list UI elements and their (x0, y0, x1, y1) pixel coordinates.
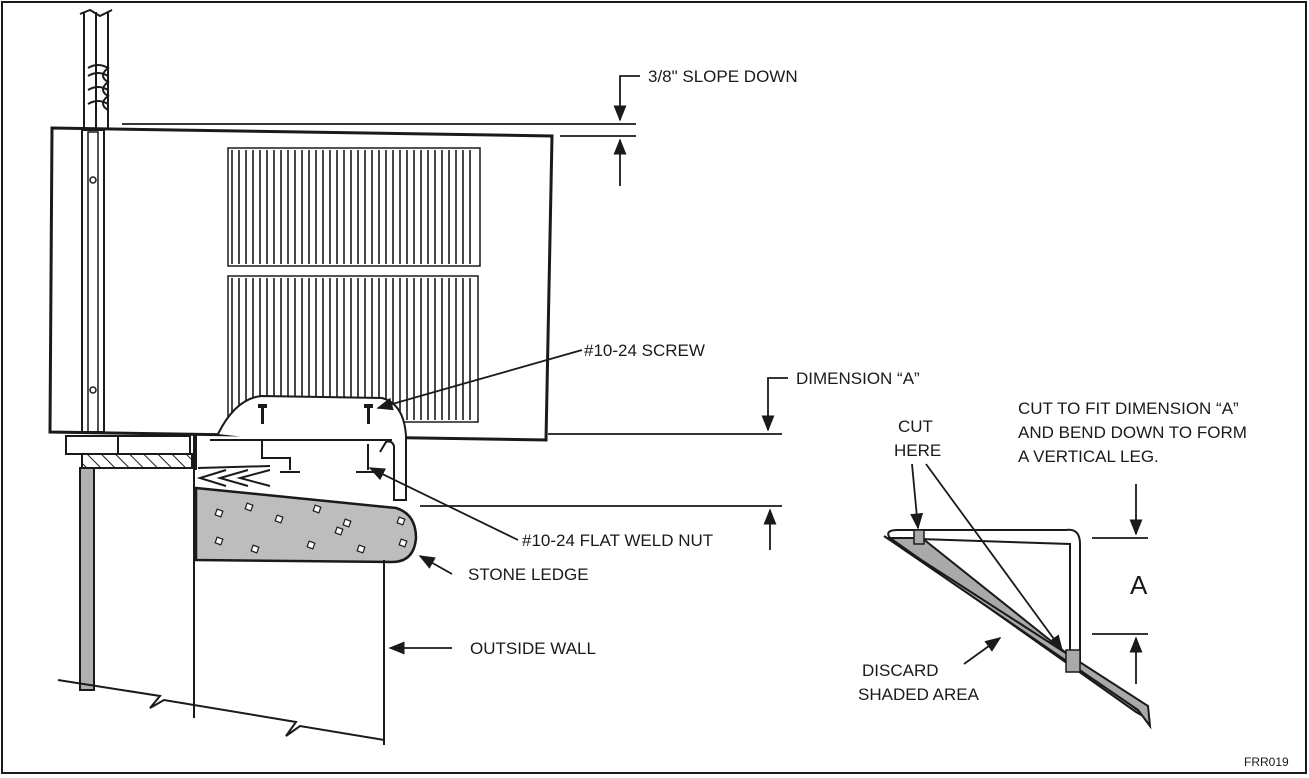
mounting-bracket (195, 394, 407, 501)
slope-down-label: 3/8" SLOPE DOWN (648, 67, 798, 86)
figure-code: FRR019 (1244, 755, 1289, 769)
outside-wall (57, 434, 385, 745)
window-sill (65, 435, 193, 469)
discard-label-line2: SHADED AREA (858, 685, 980, 704)
dimension-a-letter: A (1130, 570, 1148, 600)
window-frame (79, 8, 113, 128)
cut-to-fit-line3: A VERTICAL LEG. (1018, 447, 1159, 466)
cut-to-fit-line1: CUT TO FIT DIMENSION “A” (1018, 399, 1239, 418)
flashing-chevrons (196, 465, 271, 487)
slope-dimension (122, 75, 640, 186)
cut-here-label-line2: HERE (894, 441, 941, 460)
cut-to-fit-line2: AND BEND DOWN TO FORM (1018, 423, 1247, 442)
dimension-a-label: DIMENSION “A” (796, 369, 920, 388)
cut-here-label-line1: CUT (898, 417, 933, 436)
stone-ledge (194, 486, 418, 564)
louver-grille-top (231, 150, 471, 264)
inside-wall (79, 467, 95, 691)
stone-ledge-label: STONE LEDGE (468, 565, 589, 584)
discard-label-line1: DISCARD (862, 661, 939, 680)
leader-lines (368, 349, 583, 655)
dimension-a-marker (420, 377, 788, 550)
bracket-detail (883, 528, 1152, 730)
outside-wall-label: OUTSIDE WALL (470, 639, 596, 658)
screw-label: #10-24 SCREW (584, 341, 705, 360)
screw-icon (258, 404, 373, 424)
detail-dimension-a (910, 463, 1148, 684)
weld-nut-label: #10-24 FLAT WELD NUT (522, 531, 713, 550)
ac-cabinet (48, 126, 554, 442)
